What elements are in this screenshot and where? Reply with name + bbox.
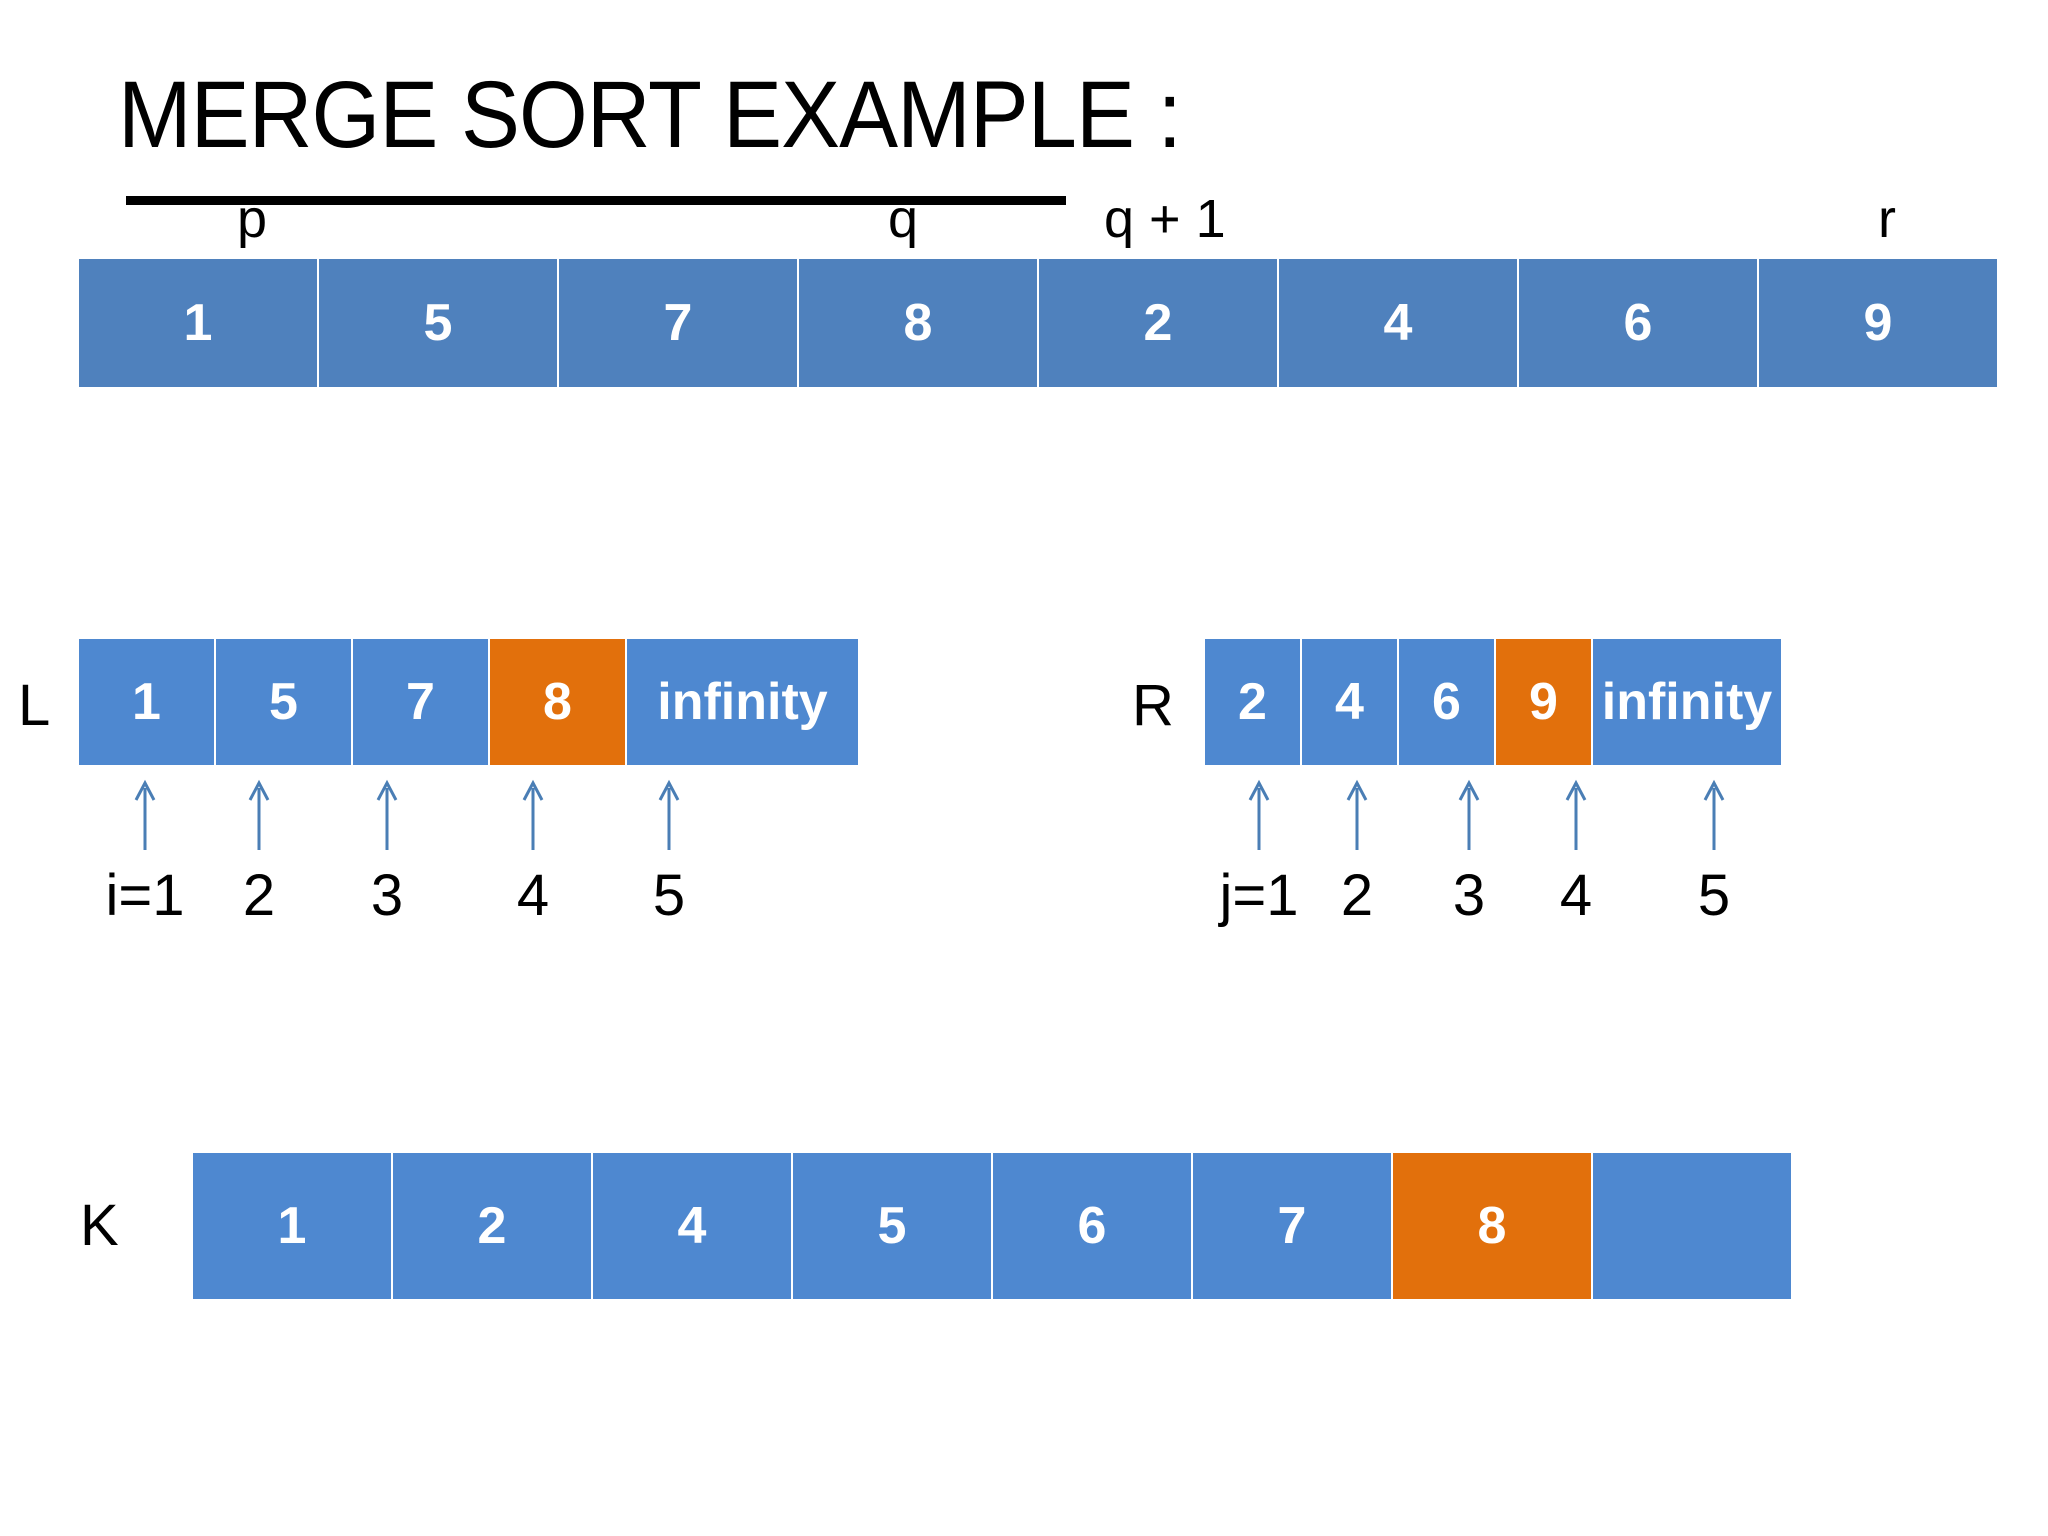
left-array-cell[interactable]: 1 [78, 638, 215, 766]
merged-array-cell-empty[interactable] [1592, 1152, 1792, 1300]
top-array-cell[interactable]: 1 [78, 258, 318, 388]
left-index-arrow-3 [376, 779, 398, 850]
right-index-arrow-1 [1248, 779, 1270, 850]
right-array-cell[interactable]: 6 [1398, 638, 1495, 766]
title-underline [126, 196, 1066, 205]
left-array-label: L [18, 673, 51, 738]
right-array-cell[interactable]: 2 [1204, 638, 1301, 766]
right-index-arrow-3 [1458, 779, 1480, 850]
pointer-label-r: r [1878, 189, 1896, 249]
top-array-cell[interactable]: 9 [1758, 258, 1998, 388]
left-array-cell[interactable]: 7 [352, 638, 489, 766]
merged-array-label: K [80, 1193, 119, 1258]
merged-array-cell[interactable]: 2 [392, 1152, 592, 1300]
right-index-arrow-4 [1565, 779, 1587, 850]
page-title: MERGE SORT EXAMPLE : [118, 62, 1182, 168]
left-array-cell-highlighted[interactable]: 8 [489, 638, 626, 766]
top-array-cell[interactable]: 4 [1278, 258, 1518, 388]
right-index-label-5: 5 [1697, 863, 1731, 928]
top-array: 1 5 7 8 2 4 6 9 [78, 258, 1998, 388]
pointer-label-q1: q + 1 [1104, 189, 1226, 249]
left-index-label-2: 2 [242, 863, 276, 928]
left-index-label-5: 5 [652, 863, 686, 928]
right-array-cell-infinity[interactable]: infinity [1592, 638, 1782, 766]
left-array-cell-infinity[interactable]: infinity [626, 638, 859, 766]
top-array-cell[interactable]: 5 [318, 258, 558, 388]
top-array-cell[interactable]: 8 [798, 258, 1038, 388]
right-index-label-3: 3 [1452, 863, 1486, 928]
merged-array: 1 2 4 5 6 7 8 [192, 1152, 1792, 1300]
merged-array-cell[interactable]: 5 [792, 1152, 992, 1300]
left-index-arrow-1 [134, 779, 156, 850]
right-index-arrow-2 [1346, 779, 1368, 850]
merged-array-cell[interactable]: 7 [1192, 1152, 1392, 1300]
left-index-label-1: i=1 [105, 863, 185, 928]
left-index-arrow-2 [248, 779, 270, 850]
right-index-label-4: 4 [1559, 863, 1593, 928]
top-array-cell[interactable]: 2 [1038, 258, 1278, 388]
right-array: 2 4 6 9 infinity [1204, 638, 1782, 766]
right-array-label: R [1132, 673, 1174, 738]
merged-array-cell[interactable]: 1 [192, 1152, 392, 1300]
merged-array-cell-highlighted[interactable]: 8 [1392, 1152, 1592, 1300]
left-array-cell[interactable]: 5 [215, 638, 352, 766]
right-array-cell-highlighted[interactable]: 9 [1495, 638, 1592, 766]
title-block: MERGE SORT EXAMPLE : [118, 68, 1261, 163]
left-index-arrow-5 [658, 779, 680, 850]
left-array: 1 5 7 8 infinity [78, 638, 859, 766]
left-index-label-4: 4 [516, 863, 550, 928]
merged-array-cell[interactable]: 6 [992, 1152, 1192, 1300]
right-index-arrow-5 [1703, 779, 1725, 850]
right-index-label-2: 2 [1340, 863, 1374, 928]
pointer-label-p: p [237, 189, 268, 249]
merged-array-cell[interactable]: 4 [592, 1152, 792, 1300]
pointer-label-q: q [888, 189, 919, 249]
left-index-arrow-4 [522, 779, 544, 850]
right-array-cell[interactable]: 4 [1301, 638, 1398, 766]
left-index-label-3: 3 [370, 863, 404, 928]
top-array-cell[interactable]: 7 [558, 258, 798, 388]
top-array-cell[interactable]: 6 [1518, 258, 1758, 388]
right-index-label-1: j=1 [1219, 863, 1299, 928]
